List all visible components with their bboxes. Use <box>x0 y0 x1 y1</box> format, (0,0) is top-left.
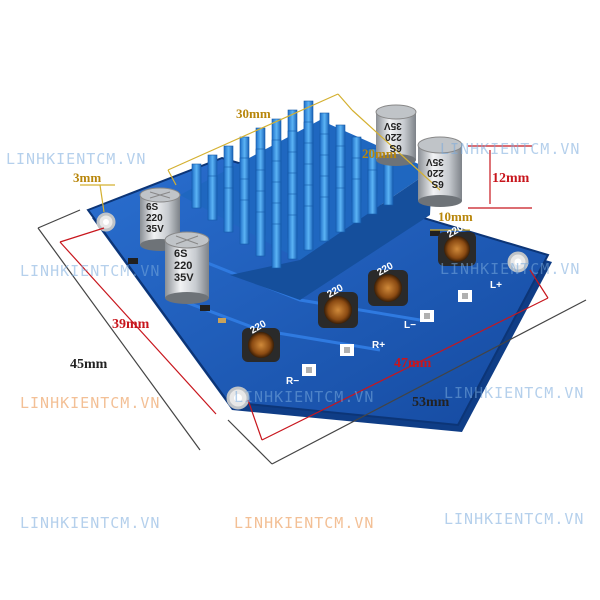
terminal-pad <box>458 290 472 302</box>
dim-capacitor-height: 12mm <box>492 171 530 186</box>
watermark: LINHKIENTCM.VN <box>20 262 161 280</box>
watermark: LINHKIENTCM.VN <box>20 394 161 412</box>
watermark: LINHKIENTCM.VN <box>234 388 375 406</box>
heatsink-fin <box>271 223 282 269</box>
heatsink-fin <box>367 169 378 215</box>
mounting-hole <box>226 386 250 410</box>
watermark: LINHKIENTCM.VN <box>234 514 375 532</box>
watermark: LINHKIENTCM.VN <box>440 140 581 158</box>
watermark: LINHKIENTCM.VN <box>440 260 581 278</box>
terminal-pad <box>340 344 354 356</box>
heatsink-fin <box>351 178 362 224</box>
inductor <box>368 270 408 306</box>
heatsink-fins <box>191 100 394 269</box>
mounting-hole <box>96 212 116 232</box>
terminal-label-r-minus: R− <box>286 376 300 387</box>
cap-line: 6S <box>146 202 159 213</box>
heatsink-fin <box>239 199 250 245</box>
inductor <box>242 328 280 362</box>
cap-line: 220 <box>427 167 444 178</box>
heatsink-fin <box>335 187 346 233</box>
cap-line: 220 <box>146 213 163 224</box>
mounting-hole <box>507 251 529 273</box>
heatsink-fin <box>223 187 234 233</box>
capacitor-marking: 6S 220 35V <box>174 248 194 284</box>
heatsink-fin <box>303 205 314 251</box>
cap-line: 35V <box>146 224 164 235</box>
terminal-label-l-plus: L+ <box>490 280 502 291</box>
capacitor <box>164 231 210 304</box>
capacitor <box>417 136 463 207</box>
dim-mount-hole: 3mm <box>73 170 102 185</box>
dim-board-depth-inner: 39mm <box>112 317 150 332</box>
dim-heatsink-width: 20mm <box>362 146 397 161</box>
dim-board-depth-outer: 45mm <box>70 357 108 372</box>
terminal-pad <box>420 310 434 322</box>
watermark: LINHKIENTCM.VN <box>6 150 147 168</box>
watermark: LINHKIENTCM.VN <box>444 510 585 528</box>
capacitor <box>375 104 417 166</box>
heatsink-fin <box>191 163 202 209</box>
cap-line: 220 <box>385 131 402 142</box>
heatsink-fin <box>207 175 218 221</box>
capacitor-marking: 6S 220 35V <box>426 156 444 189</box>
cap-line: 35V <box>384 120 402 131</box>
heatsink-fin <box>255 211 266 257</box>
watermark: LINHKIENTCM.VN <box>444 384 585 402</box>
terminal-label-r-plus: R+ <box>372 340 386 351</box>
inductor <box>318 292 358 328</box>
cap-line: 220 <box>174 260 193 272</box>
heatsink-fin <box>383 160 394 206</box>
dim-board-length-outer: 53mm <box>412 395 450 410</box>
dim-heatsink-length: 30mm <box>236 106 271 121</box>
inductor <box>438 232 476 266</box>
capacitor-marking: 6S 220 35V <box>146 202 164 235</box>
dimension-lines <box>37 93 587 465</box>
cap-line: 6S <box>174 248 188 260</box>
dim-board-length-inner: 47mm <box>394 356 432 371</box>
terminal-label-l-minus: L− <box>404 320 416 331</box>
heatsink-fin <box>319 196 330 242</box>
cap-line: 35V <box>174 272 194 284</box>
heatsink-fin <box>287 214 298 260</box>
terminal-pad <box>302 364 316 376</box>
cap-line: 6S <box>431 178 444 189</box>
dim-cap-spacing: 10mm <box>438 209 473 224</box>
watermark: LINHKIENTCM.VN <box>20 514 161 532</box>
